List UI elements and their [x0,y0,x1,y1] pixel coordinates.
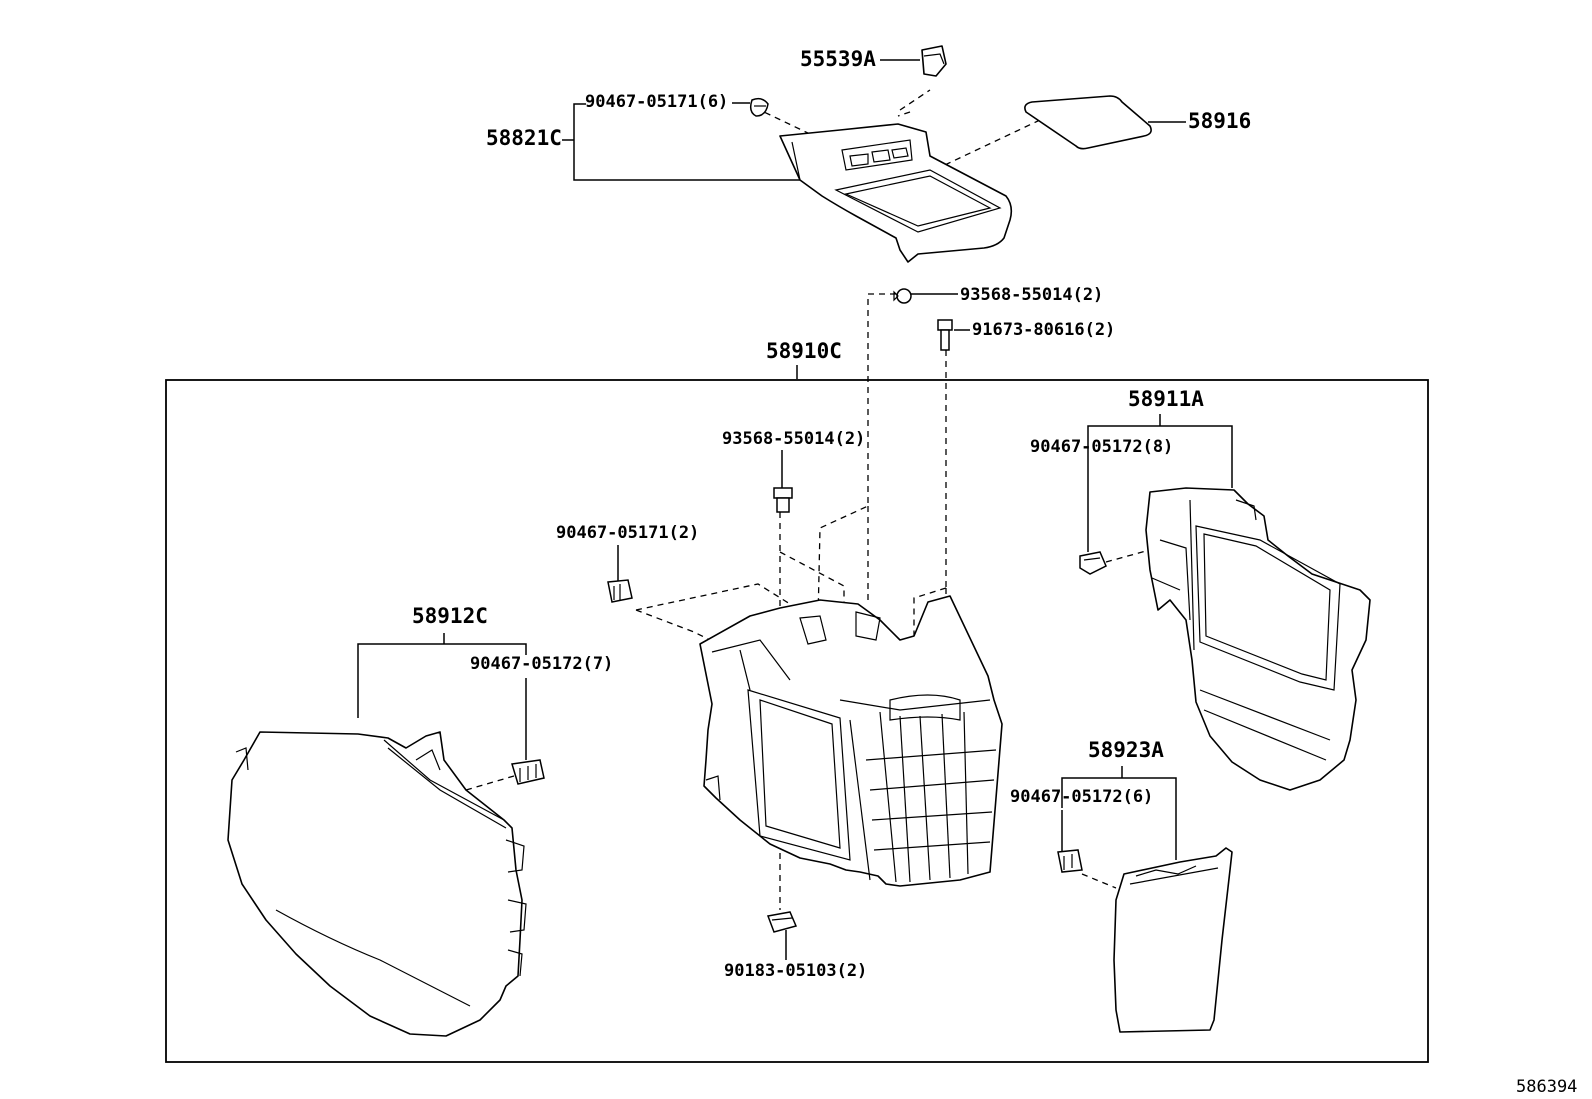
part-58912c-drawing [227,731,527,1037]
part-58916-drawing [1024,95,1152,150]
clip-90183-05103-drawing [766,911,798,933]
reference-number: 586394 [1516,1077,1577,1097]
part-58910c-console-drawing [699,595,1003,887]
part-58821c-drawing [779,123,1013,263]
label-90467-05172-8[interactable]: 90467-05172(8) [1030,437,1173,457]
label-90467-05171-6[interactable]: 90467-05171(6) [585,92,728,112]
label-91673-80616[interactable]: 91673-80616(2) [972,320,1115,340]
clip-90467-05171-2-drawing [607,579,633,603]
clip-90467-05172-7-drawing [511,759,545,785]
label-58910c[interactable]: 58910C [766,339,842,363]
label-58911a[interactable]: 58911A [1128,387,1204,411]
label-58923a[interactable]: 58923A [1088,738,1164,762]
clip-90467-05171-6-drawing [749,97,769,117]
label-90467-05172-6[interactable]: 90467-05172(6) [1010,787,1153,807]
label-93568-55014-top[interactable]: 93568-55014(2) [960,285,1103,305]
clip-90467-05172-6-drawing [1057,849,1083,873]
label-58912c[interactable]: 58912C [412,604,488,628]
label-58916[interactable]: 58916 [1188,109,1251,133]
assembly-frame-58910c [165,379,1429,1063]
label-55539a[interactable]: 55539A [800,47,876,71]
screw-93568-top-drawing [893,288,912,304]
screw-93568-mid-drawing [773,487,793,513]
clip-90467-05172-8-drawing [1079,551,1107,575]
part-55539a-drawing [921,45,947,77]
label-90467-05171-2[interactable]: 90467-05171(2) [556,523,699,543]
label-90183-05103[interactable]: 90183-05103(2) [724,961,867,981]
bolt-91673-drawing [937,319,953,351]
label-58821c[interactable]: 58821C [486,126,562,150]
label-90467-05172-7[interactable]: 90467-05172(7) [470,654,613,674]
leader-lines [357,59,1233,960]
part-58923a-drawing [1113,847,1233,1033]
part-58911a-drawing [1145,487,1371,791]
label-93568-55014-mid[interactable]: 93568-55014(2) [722,429,865,449]
